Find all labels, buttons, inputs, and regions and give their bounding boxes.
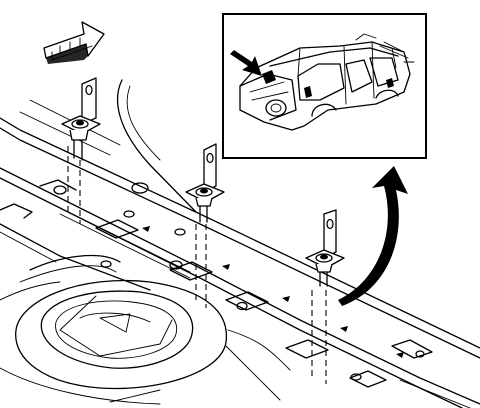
vehicle-body-shell (239, 33, 415, 131)
vehicle-location-inset (222, 13, 427, 159)
pointer-arrow-icon (230, 50, 262, 76)
mounting-bracket-center (185, 143, 225, 308)
curved-arrow-icon (338, 166, 408, 306)
mounting-bracket-left (61, 77, 101, 224)
floor-pan (0, 79, 480, 408)
mounting-bracket-right (305, 209, 345, 384)
forward-arrow-icon (43, 21, 105, 64)
